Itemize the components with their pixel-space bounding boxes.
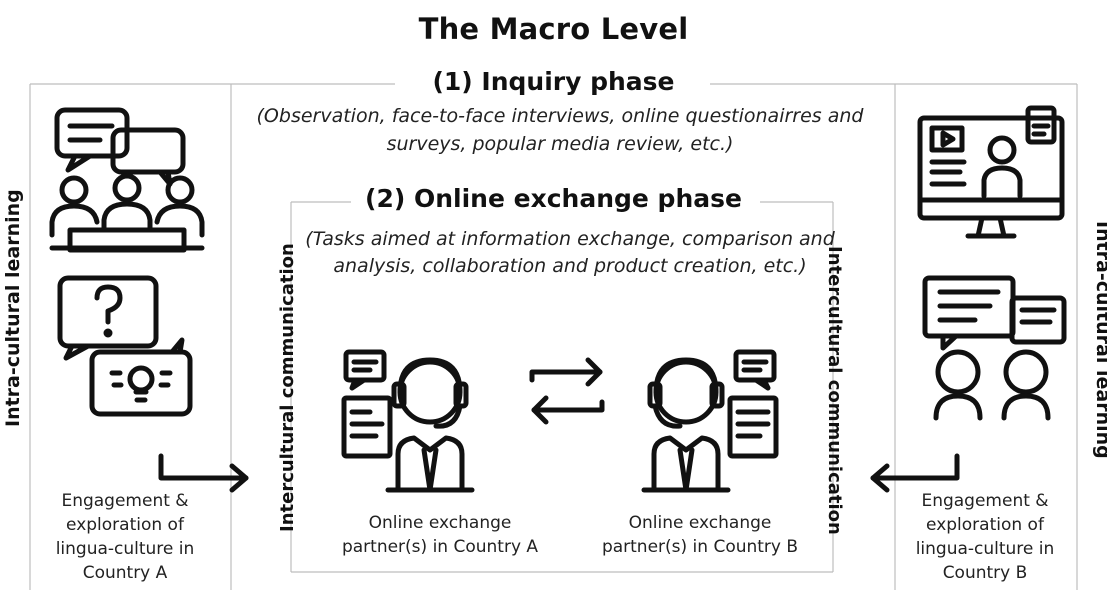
exchange-arrows-icon: [529, 357, 605, 425]
partner-b-caption: Online exchange partner(s) in Country B: [601, 513, 799, 557]
inquiry-phase-heading: (1) Inquiry phase: [0, 67, 1107, 96]
exchange-phase-heading: (2) Online exchange phase: [0, 184, 1107, 213]
exchange-phase-description: (Tasks aimed at information exchange, co…: [305, 228, 835, 277]
left-side-label: Intra-cultural learning: [2, 189, 24, 427]
two-people-chat-icon: [922, 275, 1067, 421]
exchange-phase-heading-text: (2) Online exchange phase: [351, 184, 756, 213]
question-bubble-icon: [57, 275, 159, 361]
headset-agent-icon-b: [641, 349, 779, 493]
left-engagement-caption: Engagement & exploration of lingua-cultu…: [55, 491, 195, 583]
headset-agent-icon-a: [341, 349, 475, 493]
arrow-right-to-center: [870, 453, 960, 493]
inquiry-phase-description: (Observation, face-to-face interviews, o…: [256, 105, 864, 155]
lightbulb-bubble-icon: [89, 337, 193, 417]
partner-a-caption: Online exchange partner(s) in Country A: [341, 513, 539, 557]
intercultural-label-left: Intercultural communication: [277, 243, 298, 532]
right-engagement-caption: Engagement & exploration of lingua-cultu…: [915, 491, 1055, 583]
intercultural-label-right: Intercultural communication: [824, 245, 845, 535]
arrow-left-to-center: [158, 453, 249, 493]
video-monitor-icon: [917, 105, 1065, 239]
right-side-label: Intra-cultural learning: [1092, 221, 1107, 459]
diagram-title: The Macro Level: [418, 12, 689, 46]
group-meeting-icon: [49, 107, 205, 253]
inquiry-phase-heading-text: (1) Inquiry phase: [414, 67, 693, 96]
